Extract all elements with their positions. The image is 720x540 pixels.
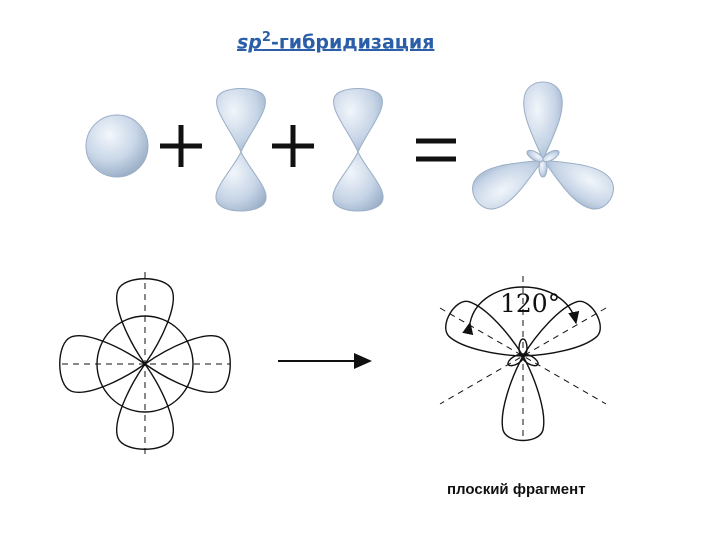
s-orbital xyxy=(85,114,149,178)
sp2-hybrid-orbitals xyxy=(472,81,614,210)
angle-arc xyxy=(462,286,580,336)
title-suffix: -гибридизация xyxy=(270,31,435,54)
p-orbital-1 xyxy=(215,88,267,212)
p-orbital-2 xyxy=(332,88,384,212)
caption: плоский фрагмент xyxy=(447,481,586,498)
sp2-outline-diagram xyxy=(439,276,607,442)
diagram-title: sp2-гибридизация xyxy=(237,30,434,53)
title-prefix: sp xyxy=(237,31,262,54)
equals-sign xyxy=(416,138,456,162)
angle-label: 120° xyxy=(500,289,560,318)
plus-sign-2 xyxy=(272,125,314,167)
plus-sign-1 xyxy=(160,125,202,167)
title-superscript: 2 xyxy=(261,30,271,45)
orbital-outline-cross xyxy=(59,272,231,456)
